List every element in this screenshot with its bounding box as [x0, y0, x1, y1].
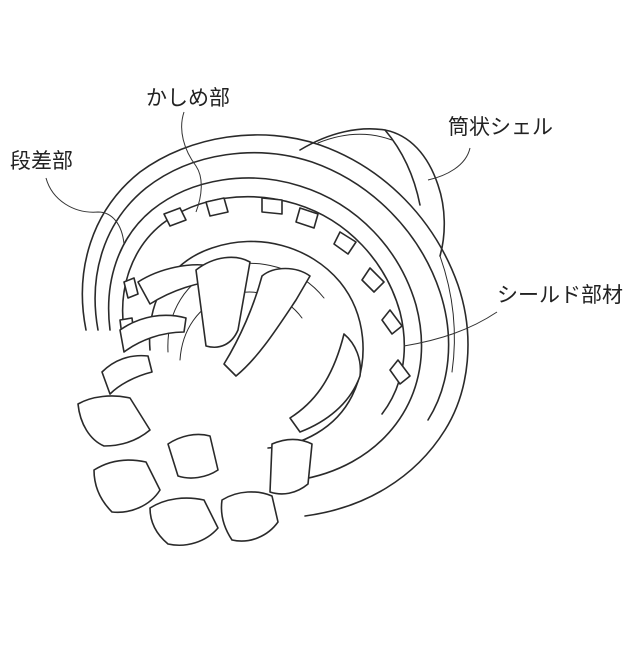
- label-crimped-part: かしめ部: [146, 88, 230, 109]
- label-step-part: 段差部: [10, 151, 73, 172]
- tubular-shell: [300, 129, 444, 256]
- shield-fingers: [102, 257, 360, 432]
- label-tubular-shell: 筒状シェル: [448, 117, 553, 138]
- flared-petals: [78, 396, 312, 545]
- label-shield-member: シールド部材: [497, 285, 623, 306]
